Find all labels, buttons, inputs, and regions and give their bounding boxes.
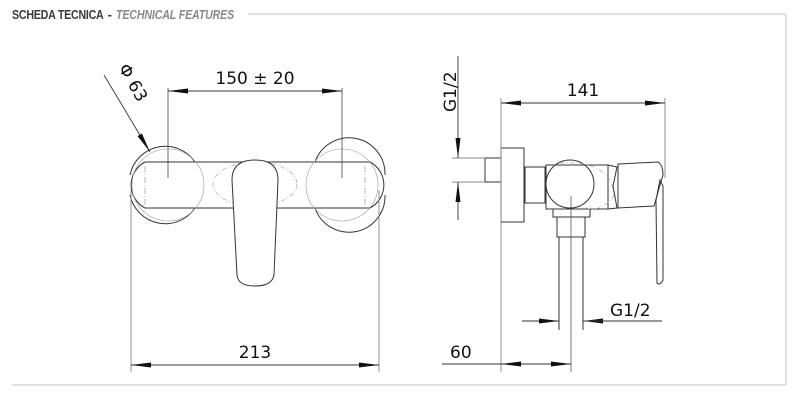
dimension-inlet-thread: G1/2 [441, 56, 461, 220]
dimension-depth: 141 [501, 81, 665, 106]
dimension-center-distance: 150 ± 20 [168, 69, 342, 94]
depth-label: 141 [567, 81, 599, 101]
frame [12, 13, 787, 386]
center-distance-label: 150 ± 20 [215, 69, 294, 89]
dimension-outlet-thread: G1/2 [522, 301, 662, 324]
front-view [129, 88, 386, 372]
wall-offset-label: 60 [450, 343, 472, 363]
dimension-wall-offset: 60 [442, 343, 571, 367]
side-view [452, 98, 666, 372]
diameter-label: Φ 63 [114, 61, 152, 106]
header-separator: - [107, 6, 112, 22]
section-header: SCHEDA TECNICA - TECHNICAL FEATURES [12, 4, 260, 24]
header-title: SCHEDA TECNICA [12, 6, 104, 22]
total-width-label: 213 [239, 343, 271, 363]
inlet-thread-label: G1/2 [441, 71, 461, 112]
header-subtitle: TECHNICAL FEATURES [115, 6, 235, 22]
dimension-total-width: 213 [131, 343, 379, 368]
outlet-thread-label: G1/2 [610, 301, 651, 321]
dimension-diameter: Φ 63 [103, 61, 152, 153]
